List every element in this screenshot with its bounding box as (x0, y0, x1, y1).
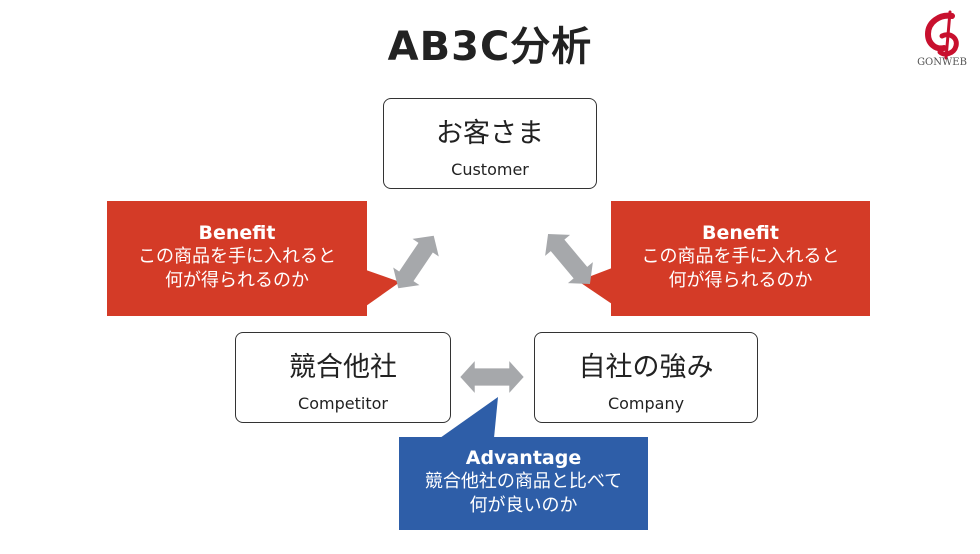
customer-node: お客さま Customer (383, 98, 597, 189)
arrow-customer-competitor (393, 235, 439, 289)
benefit-callout-left: Benefit この商品を手に入れると 何が得られるのか (107, 201, 367, 316)
company-label-jp: 自社の強み (578, 352, 714, 383)
callout-right-pointer (578, 268, 612, 304)
competitor-node: 競合他社 Competitor (235, 332, 451, 423)
arrow-competitor-company (460, 361, 524, 393)
callout-left-line1: この商品を手に入れると (138, 246, 336, 267)
callout-bottom-line2: 何が良いのか (469, 495, 578, 516)
customer-label-en: Customer (451, 160, 529, 179)
competitor-label-jp: 競合他社 (289, 352, 397, 383)
callout-bottom-heading: Advantage (465, 447, 582, 469)
callout-bottom-pointer (440, 397, 498, 438)
advantage-callout: Advantage 競合他社の商品と比べて 何が良いのか (399, 437, 648, 530)
callout-left-line2: 何が得られるのか (165, 270, 309, 291)
customer-label-jp: お客さま (436, 118, 544, 149)
logo-text: GONWEB (917, 57, 967, 68)
benefit-callout-right: Benefit この商品を手に入れると 何が得られるのか (611, 201, 870, 316)
company-node: 自社の強み Company (534, 332, 758, 423)
gonweb-logo-icon (924, 10, 959, 60)
arrow-customer-company (545, 234, 593, 284)
company-label-en: Company (607, 394, 685, 413)
callout-bottom-line1: 競合他社の商品と比べて (424, 471, 623, 492)
callout-right-line1: この商品を手に入れると (641, 246, 840, 267)
page-title: AB3C分析 (387, 24, 593, 70)
callout-right-heading: Benefit (702, 222, 779, 244)
callout-right-line2: 何が得られるのか (668, 270, 813, 291)
callout-left-pointer (366, 270, 400, 306)
competitor-label-en: Competitor (298, 394, 388, 413)
callout-left-heading: Benefit (198, 222, 276, 244)
